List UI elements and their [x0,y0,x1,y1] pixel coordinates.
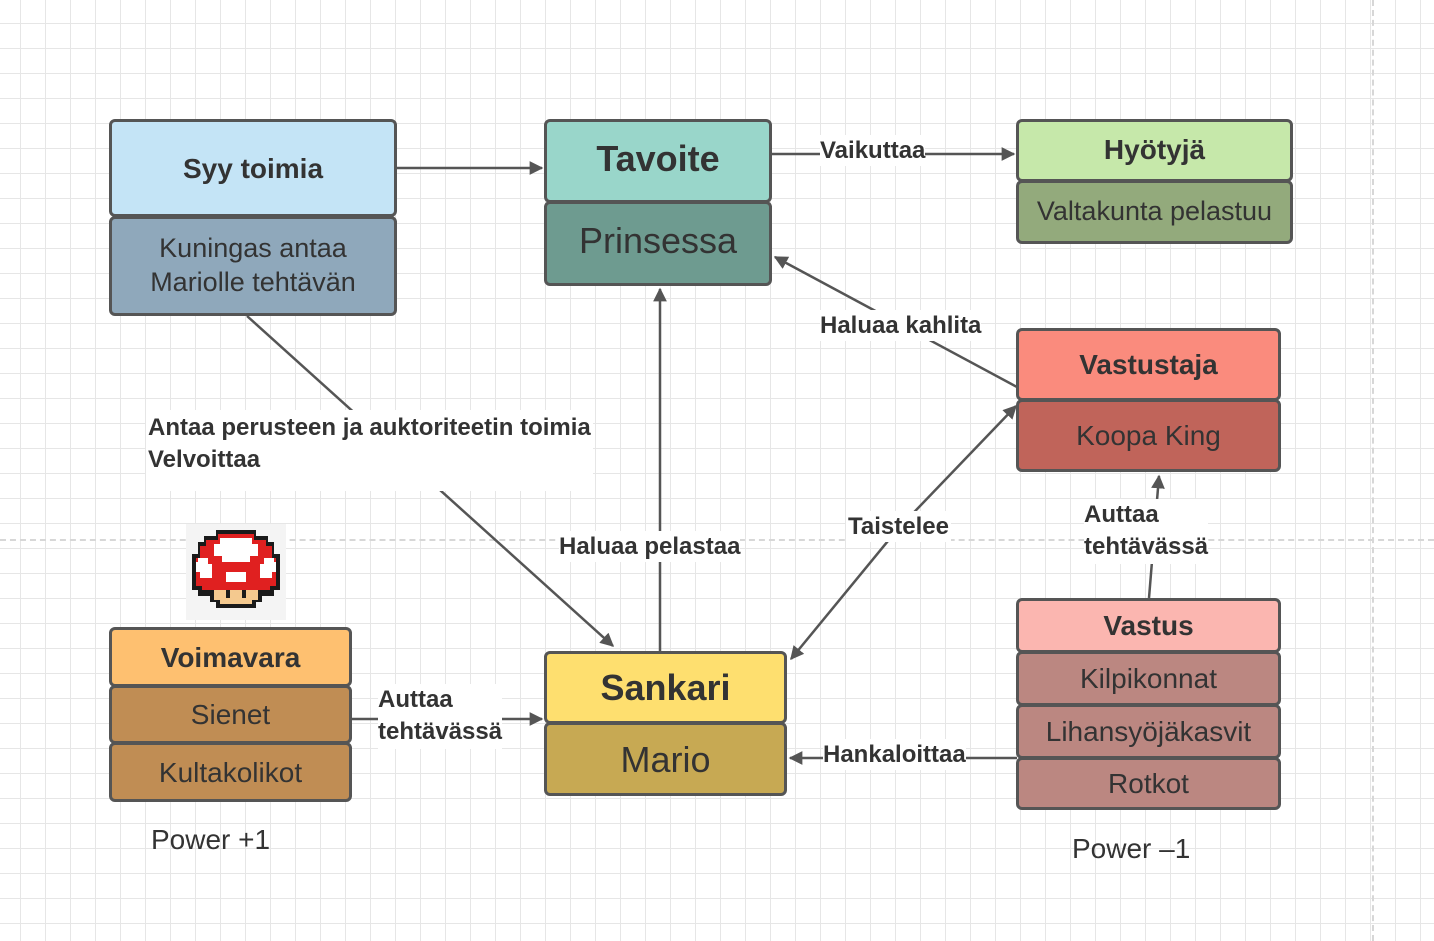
vastus-item: Lihansyöjäkasvit [1016,704,1281,759]
syy-toimia-body: Kuningas antaa Mariolle tehtävän [109,216,397,316]
vastus-item: Kilpikonnat [1016,651,1281,706]
tavoite-body: Prinsessa [544,201,772,286]
voimavara-item: Kultakolikot [109,742,352,802]
label-taistelee: Taistelee [846,511,951,543]
sankari-header: Sankari [544,651,787,724]
voimavara-item: Sienet [109,685,352,744]
power-plus-caption: Power +1 [151,824,271,855]
label-hankaloittaa: Hankaloittaa [823,739,966,771]
sankari-body: Mario [544,722,787,796]
vastustaja-header: Vastustaja [1016,328,1281,401]
dashed-divider-vertical [1372,0,1374,941]
hyotyja-body: Valtakunta pelastuu [1016,180,1293,244]
vastustaja-body: Koopa King [1016,399,1281,472]
label-auttaa-voimavara: Auttaa tehtävässä [378,684,503,749]
label-auttaa-vastus: Auttaa tehtävässä [1084,499,1209,564]
label-vaikuttaa: Vaikuttaa [820,135,926,167]
edge-sankari-vastustaja-b [790,529,898,661]
hyotyja-header: Hyötyjä [1016,119,1293,182]
syy-toimia-header: Syy toimia [109,119,397,217]
vastus-item: Rotkot [1016,757,1281,810]
mushroom-icon [186,524,286,620]
label-haluaa-kahlita: Haluaa kahlita [820,310,982,342]
tavoite-header: Tavoite [544,119,772,203]
power-minus-caption: Power –1 [1072,833,1191,864]
label-haluaa-pelastaa: Haluaa pelastaa [559,531,741,563]
voimavara-header: Voimavara [109,627,352,687]
vastus-header: Vastus [1016,598,1281,653]
label-antaa-perusteen: Antaa perusteen ja auktoriteetin toimia … [146,410,593,491]
edge-sankari-vastustaja-a [896,405,1017,531]
